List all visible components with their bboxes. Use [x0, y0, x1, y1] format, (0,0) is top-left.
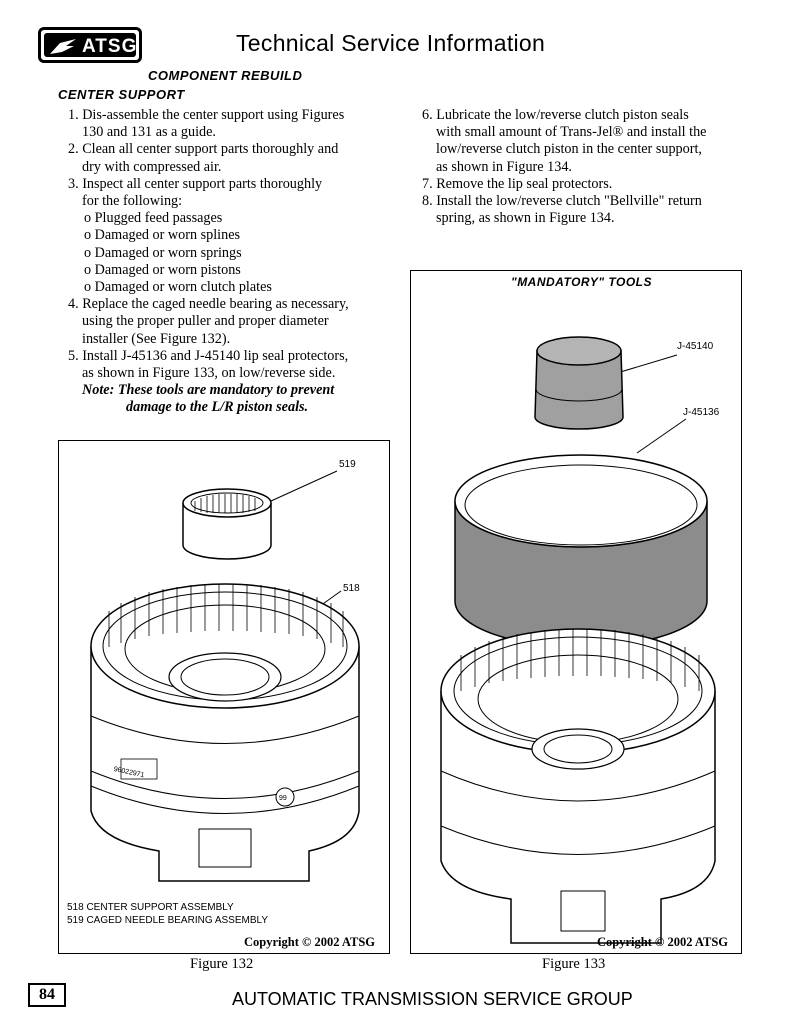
center-support-518 [90, 583, 360, 882]
center-support-assembly [440, 628, 716, 944]
copyright: Copyright © 2002 ATSG [597, 935, 728, 949]
list-item: o Damaged or worn clutch plates [84, 279, 272, 296]
casting-stamp: 99 [279, 795, 287, 802]
j45140-protector [534, 336, 624, 430]
callout-j45136: J-45136 [683, 407, 720, 418]
list-item: o Damaged or worn springs [84, 244, 242, 261]
text-line: low/reverse clutch piston in the center … [436, 141, 702, 158]
callout-519: 519 [339, 459, 356, 470]
text-line: 4. Replace the caged needle bearing as n… [68, 296, 349, 313]
page-number: 84 [28, 983, 66, 1007]
text-line: 5. Install J-45136 and J-45140 lip seal … [68, 347, 349, 364]
text-line: 130 and 131 as a guide. [82, 124, 216, 141]
figure-caption: Figure 133 [542, 956, 606, 972]
section-subheading: CENTER SUPPORT [58, 87, 185, 102]
text-line: 7. Remove the lip seal protectors. [422, 175, 613, 192]
figure-caption: Figure 132 [190, 956, 254, 972]
figure-133: "MANDATORY" TOOLS [410, 270, 742, 954]
j45136-protector [454, 454, 708, 648]
text-line: 6. Lubricate the low/reverse clutch pist… [422, 107, 689, 123]
list-item: o Damaged or worn pistons [84, 261, 241, 278]
text-line: installer (See Figure 132). [82, 330, 231, 347]
callout-j45140: J-45140 [677, 341, 714, 352]
text-line: 1. Dis-assemble the center support using… [68, 107, 345, 123]
atsg-logo: ATSG [38, 27, 142, 63]
eagle-icon [50, 39, 76, 54]
mandatory-tools-illustration [440, 336, 716, 944]
legend-item: 518 CENTER SUPPORT ASSEMBLY [67, 902, 234, 913]
list-item: o Damaged or worn splines [84, 227, 241, 244]
note-line: Note: These tools are mandatory to preve… [82, 382, 335, 399]
page-title: Technical Service Information [236, 30, 546, 56]
list-item: o Plugged feed passages [84, 210, 223, 227]
text-line: 8. Install the low/reverse clutch "Bellv… [422, 193, 702, 210]
legend-item: 519 CAGED NEEDLE BEARING ASSEMBLY [67, 915, 269, 926]
text-line: for the following: [82, 193, 183, 210]
text-line: as shown in Figure 133, on low/reverse s… [82, 365, 336, 382]
callout-518: 518 [343, 583, 360, 594]
left-column: 1. Dis-assemble the center support using… [68, 107, 349, 417]
text-line: spring, as shown in Figure 134. [436, 210, 615, 227]
footer-org: AUTOMATIC TRANSMISSION SERVICE GROUP [232, 989, 633, 1009]
center-support-illustration [90, 470, 360, 882]
figure-title: "MANDATORY" TOOLS [511, 275, 652, 289]
text-line: 3. Inspect all center support parts thor… [68, 175, 323, 192]
section-heading: COMPONENT REBUILD [148, 68, 303, 83]
needle-bearing-519 [182, 488, 272, 560]
right-column: 6. Lubricate the low/reverse clutch pist… [422, 107, 706, 227]
text-line: as shown in Figure 134. [436, 158, 572, 175]
figure-132: 519 518 96022971 99 518 CENTER SUPPORT A… [58, 440, 390, 954]
figure-legend: 518 CENTER SUPPORT ASSEMBLY 519 CAGED NE… [67, 901, 268, 927]
text-line: using the proper puller and proper diame… [82, 313, 329, 330]
text-line: with small amount of Trans-Jel® and inst… [436, 124, 707, 141]
logo-text: ATSG [82, 36, 138, 57]
note-line: damage to the L/R piston seals. [126, 399, 309, 416]
text-line: dry with compressed air. [82, 158, 222, 175]
text-line: 2. Clean all center support parts thorou… [68, 141, 339, 158]
copyright: Copyright © 2002 ATSG [244, 935, 375, 949]
